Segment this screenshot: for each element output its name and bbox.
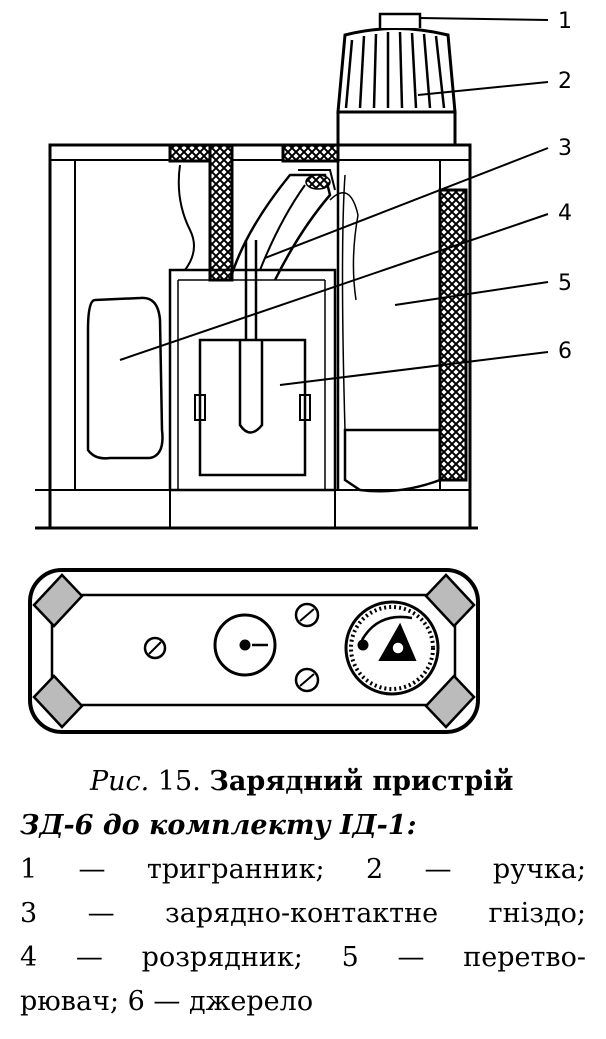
caption-title: Рис. 15. Зарядний пристрій xyxy=(20,760,586,804)
front-view xyxy=(35,12,478,530)
leader-lines xyxy=(119,17,549,386)
legend-line-4: рювач; 6 — джерело xyxy=(20,986,314,1017)
callout-2: 2 xyxy=(558,69,572,94)
top-view xyxy=(28,568,480,734)
figure-number: 15. xyxy=(157,766,201,797)
figure-prefix: Рис. xyxy=(90,766,150,797)
callout-6: 6 xyxy=(558,339,572,364)
caption-title-line1: Зарядний пристрій xyxy=(209,766,514,797)
callout-4: 4 xyxy=(558,201,572,226)
legend-line-3: 4 — розрядник; 5 — перетво- xyxy=(20,942,586,973)
callout-5: 5 xyxy=(558,271,572,296)
callout-3: 3 xyxy=(558,136,572,161)
diagram-drawing: 1 2 3 4 5 6 xyxy=(28,9,572,734)
legend-line-2: 3 — зарядно-контактне гніздо; xyxy=(20,898,586,929)
caption-title-line2: ЗД-6 до комплекту ІД-1: xyxy=(20,810,417,841)
callout-1: 1 xyxy=(558,9,572,34)
legend-line-1: 1 — тригранник; 2 — ручка; xyxy=(20,854,586,885)
figure-caption: Рис. 15. Зарядний пристрій ЗД-6 до компл… xyxy=(20,760,586,1024)
